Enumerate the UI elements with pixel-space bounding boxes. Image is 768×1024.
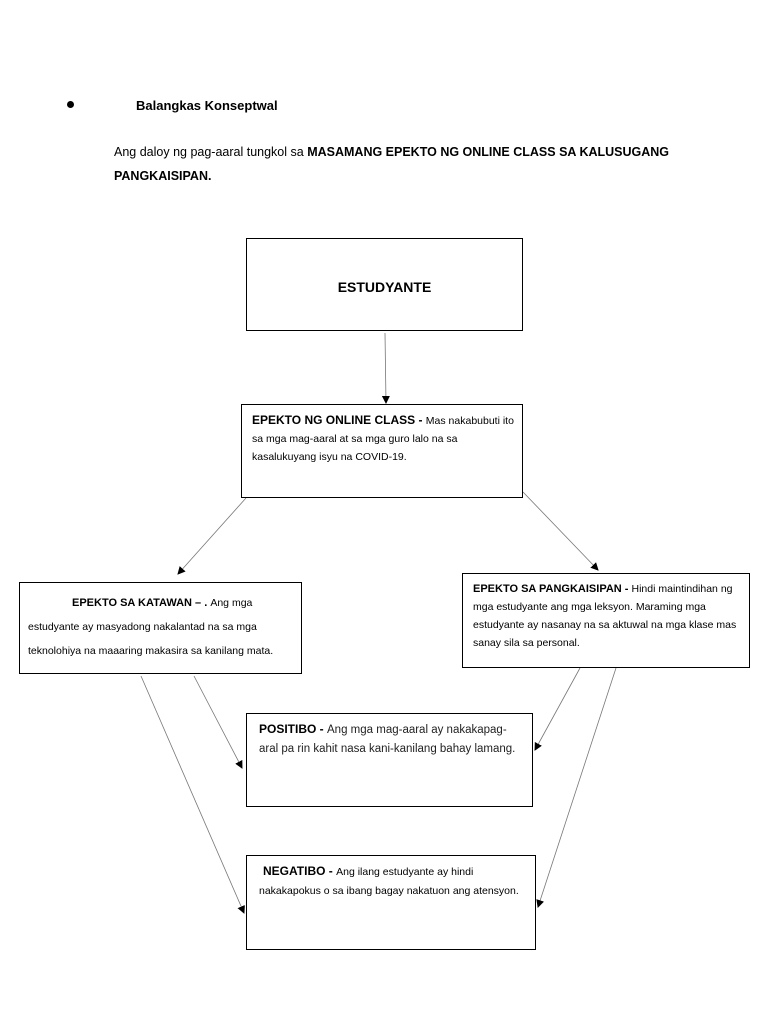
arrow-katawan-to-positibo — [193, 675, 243, 769]
arrow-estudyante-to-online — [381, 332, 390, 404]
node-negatibo-text: Ang ilang estudyante ay hindi nakakapoku… — [259, 866, 519, 897]
arrow-katawan-to-negatibo — [140, 675, 245, 914]
arrow-online-to-katawan — [177, 497, 247, 575]
node-katawan: EPEKTO SA KATAWAN – . Ang mga estudyante… — [19, 582, 302, 674]
node-negatibo: NEGATIBO - Ang ilang estudyante ay hindi… — [246, 855, 536, 950]
node-pangkaisipan-text: Hindi maintindihan ng mga estudyante ang… — [473, 583, 737, 649]
node-online-class: EPEKTO NG ONLINE CLASS - Mas nakabubuti … — [241, 404, 523, 498]
node-katawan-text: Ang mga estudyante ay masyadong nakalant… — [28, 597, 274, 657]
node-positibo: POSITIBO - Ang mga mag-aaral ay nakakapa… — [246, 713, 533, 807]
arrow-pangkaisipan-to-negatibo — [536, 667, 617, 908]
node-online-class-text: Mas nakabubuti ito sa mga mag-aaral at s… — [252, 415, 514, 463]
node-negatibo-title: NEGATIBO - — [263, 864, 337, 878]
intro-emphasis: MASAMANG EPEKTO NG ONLINE CLASS SA KALUS… — [114, 145, 670, 183]
bullet-point — [67, 101, 74, 108]
arrow-pangkaisipan-to-positibo — [534, 667, 581, 751]
node-positibo-text: Ang mga mag-aaral ay nakakapag-aral pa r… — [259, 724, 516, 755]
intro-paragraph: Ang daloy ng pag-aaral tungkol sa MASAMA… — [114, 140, 674, 188]
node-pangkaisipan: EPEKTO SA PANGKAISIPAN - Hindi maintindi… — [462, 573, 750, 668]
node-positibo-title: POSITIBO - — [259, 722, 328, 736]
node-katawan-title: EPEKTO SA KATAWAN – . — [72, 597, 211, 609]
node-pangkaisipan-title: EPEKTO SA PANGKAISIPAN - — [473, 583, 632, 595]
node-estudyante: ESTUDYANTE — [246, 238, 523, 331]
node-online-class-title: EPEKTO NG ONLINE CLASS - — [252, 413, 426, 427]
intro-prefix: Ang daloy ng pag-aaral tungkol sa — [114, 145, 308, 159]
section-heading: Balangkas Konseptwal — [136, 98, 278, 113]
arrow-online-to-pangkaisipan — [522, 491, 599, 571]
node-estudyante-title: ESTUDYANTE — [337, 279, 432, 295]
